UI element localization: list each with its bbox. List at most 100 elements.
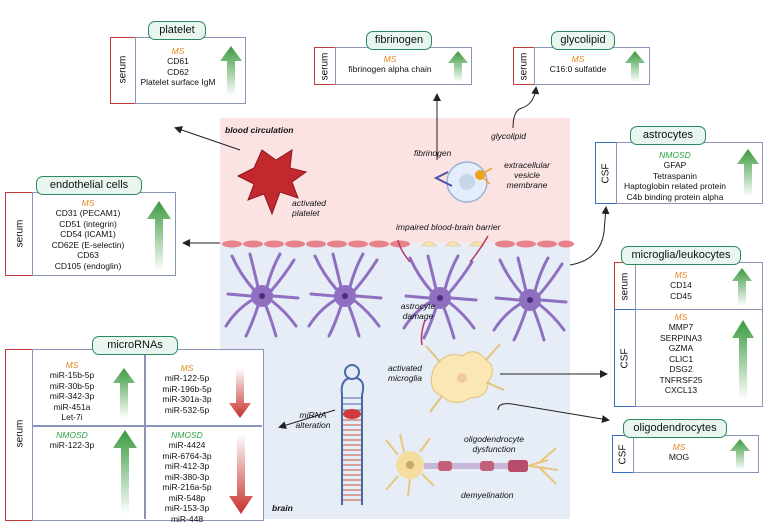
fibrinogen-label: fibrinogen: [414, 148, 452, 158]
platelet-item: Platelet surface IgM: [140, 77, 216, 87]
demyelination-label: demyelination: [461, 490, 514, 500]
microglia-csf-item: CLIC1: [668, 353, 694, 364]
microglia-serum-list: MS CD14 CD45: [638, 270, 724, 301]
mirna-item: miR-380-3p: [164, 471, 210, 482]
microglia-csf-item: TNFRSF25: [659, 374, 703, 385]
platelet-item: CD62: [167, 66, 189, 77]
glycolipid-title: glycolipid: [551, 31, 615, 50]
endothelial-title: endothelial cells: [36, 176, 142, 195]
platelet-group: MS: [171, 46, 185, 56]
up-arrow-icon: [147, 201, 171, 271]
ev-membrane-label: extracellular vesicle membrane: [504, 160, 550, 190]
endothelial-item: CD31 (PECAM1): [55, 208, 121, 218]
down-arrow-icon: [229, 368, 251, 418]
activated-platelet-shape: [236, 149, 308, 216]
ms-down-group: MS: [180, 363, 194, 373]
platelet-box: MS CD61 CD62 Platelet surface IgM: [135, 37, 246, 104]
platelet-title: platelet: [148, 21, 206, 40]
mirna-item: miR-4424: [168, 440, 206, 450]
microglia-csf-fluid: CSF: [619, 348, 631, 369]
ms-down-list: MS miR-122-5p miR-196b-5p miR-301a-3p mi…: [147, 363, 227, 415]
astrocytes-fluid-tab: CSF: [595, 142, 617, 204]
astrocytes-item: Tetraspanin: [653, 170, 697, 181]
up-arrow-icon: [113, 368, 135, 418]
up-arrow-icon: [732, 320, 754, 400]
platelet-fluid-tab: serum: [110, 37, 136, 104]
glycolipid-box: MS C16:0 sulfatide: [534, 47, 650, 85]
oligodendrocytes-fluid: CSF: [617, 444, 629, 465]
platelet-list: MS CD61 CD62 Platelet surface IgM: [138, 46, 218, 88]
mirna-item: miR-196b-5p: [162, 383, 212, 394]
fibrinogen-box: MS fibrinogen alpha chain: [335, 47, 472, 85]
astrocyte-damage-label: astrocyte damage: [400, 301, 436, 321]
endothelial-group: MS: [81, 198, 95, 208]
astrocytes-title: astrocytes: [630, 126, 706, 145]
mirna-item: miR-448: [170, 513, 204, 524]
mirna-item: miR-301a-3p: [162, 394, 212, 404]
micrornas-fluid: serum: [14, 419, 26, 448]
microglia-csf-item: DSG2: [669, 364, 693, 374]
astrocytes-item: C4b binding protein alpha: [626, 191, 724, 202]
astrocytes-item: Haptoglobin related protein: [623, 181, 727, 191]
nmosd-up-list: NMOSD miR-122-3p: [35, 430, 109, 451]
up-arrow-icon: [625, 51, 645, 82]
endothelial-fluid: serum: [14, 219, 26, 248]
microglia-serum-fluid: serum: [619, 272, 631, 301]
microglia-csf-item: SERPINA3: [659, 332, 703, 343]
micrornas-title: microRNAs: [92, 336, 178, 355]
bbb-cells: [222, 240, 574, 248]
glycolipid-item: C16:0 sulfatide: [549, 64, 607, 74]
nmosd-up-group: NMOSD: [56, 430, 88, 440]
astrocytes-box: NMOSD GFAP Tetraspanin Haptoglobin relat…: [616, 142, 763, 204]
microglia-csf-group: MS: [674, 312, 688, 322]
micrornas-box: MS miR-15b-5p miR-30b-5p miR-342-3p miR-…: [32, 349, 264, 524]
endothelial-box: MS CD31 (PECAM1) CD51 (integrin) CD54 (I…: [32, 192, 176, 276]
astrocytes-group: NMOSD: [659, 150, 691, 160]
endothelial-item: CD51 (integrin): [59, 218, 117, 229]
micrornas-vdivider: [144, 350, 146, 519]
up-arrow-icon: [737, 149, 759, 197]
endothelial-item: CD62E (E-selectin): [51, 239, 125, 250]
glycolipid-list: MS C16:0 sulfatide: [537, 54, 619, 75]
up-arrow-icon: [448, 51, 468, 82]
microglia-csf-item: CXCL13: [664, 385, 698, 395]
nmosd-down-list: NMOSD miR-4424 miR-6764-3p miR-412-3p mi…: [147, 430, 227, 524]
up-arrow-icon: [113, 430, 137, 514]
oligodendrocyte-shape: [385, 433, 559, 497]
astrocytes-item: GFAP: [663, 160, 687, 170]
glycolipid-fluid-tab: serum: [513, 47, 535, 85]
micrornas-hdivider: [33, 425, 262, 427]
mirna-item: miR-412-3p: [164, 461, 210, 471]
brain-region: [220, 243, 570, 519]
microglia-csf-item: MMP7: [668, 322, 694, 332]
endothelial-item: CD63: [77, 250, 99, 260]
oligodendrocytes-fluid-tab: CSF: [612, 435, 634, 473]
micrornas-fluid-tab: serum: [5, 349, 33, 521]
mirna-item: miR-342-3p: [49, 391, 95, 401]
astrocytes-fluid: CSF: [600, 163, 612, 184]
mirna-item: miR-451a: [53, 401, 91, 412]
microglia-serum-item: CD14: [670, 280, 692, 290]
astrocytes-list: NMOSD GFAP Tetraspanin Haptoglobin relat…: [619, 150, 731, 202]
mirna-item: miR-548p: [168, 492, 206, 503]
fibrinogen-group: MS: [383, 54, 397, 64]
mirna-item: Let-7i: [61, 412, 83, 422]
endothelial-item: CD54 (ICAM1): [60, 229, 116, 239]
mirna-item: miR-6764-3p: [162, 450, 212, 461]
fibrinogen-list: MS fibrinogen alpha chain: [338, 54, 442, 75]
microglia-csf-box: MS MMP7 SERPINA3 GZMA CLIC1 DSG2 TNFRSF2…: [635, 309, 763, 407]
microglia-csf-item: GZMA: [668, 343, 694, 353]
fibrinogen-fluid-tab: serum: [314, 47, 336, 85]
activated-platelet-label: activated platelet: [292, 198, 327, 218]
glycolipid-fluid: serum: [518, 52, 530, 81]
microglia-serum-group: MS: [674, 270, 688, 280]
up-arrow-icon: [732, 268, 752, 306]
platelet-item: CD61: [167, 56, 189, 66]
endothelial-fluid-tab: serum: [5, 192, 33, 276]
microglia-serum-item: CD45: [670, 290, 692, 301]
oligodendrocytes-title: oligodendrocytes: [623, 419, 727, 438]
mirna-item: miR-216a-5p: [162, 482, 212, 492]
glycolipid-group: MS: [571, 54, 585, 64]
oligodendrocyte-dysfunction-label: oligodendrocyte dysfunction: [463, 434, 524, 454]
